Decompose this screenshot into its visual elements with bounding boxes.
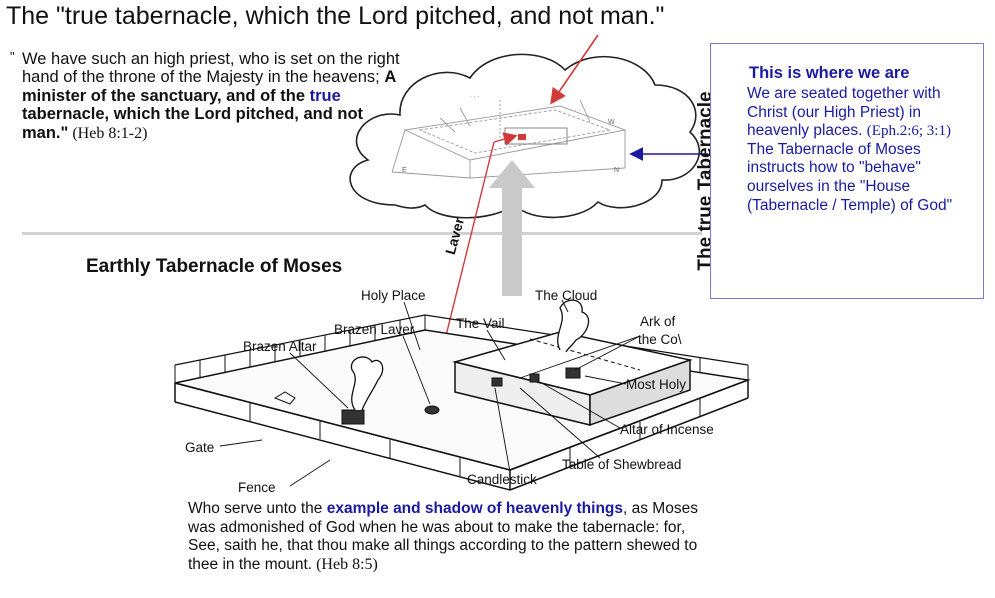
svg-text:W: W [608, 119, 615, 126]
label-table-of-shewbread: Table of Shewbread [562, 457, 682, 472]
label-most-holy: Most Holy [626, 377, 687, 392]
heb-8-5-quote: Who serve unto the example and shadow of… [188, 500, 718, 574]
box-reference: (Eph.2:6; 3:1) [866, 123, 951, 140]
bottom-plain-1: Who serve unto the [188, 500, 327, 517]
quote-bold-true: true [309, 86, 341, 105]
label-ark-line-1: Ark of [640, 314, 676, 329]
bottom-plain-2: , as Moses was admonished of God when he… [188, 500, 698, 573]
label-leader-lines [219, 299, 641, 487]
quote-open-mark: " [10, 49, 15, 64]
label-brazen-altar: Brazen Altar [243, 339, 317, 354]
laver-arrow-to-heaven [493, 132, 518, 146]
label-gate: Gate [185, 440, 215, 455]
svg-text:· · ·: · · · [571, 108, 580, 114]
label-the-vail: The Vail [456, 316, 505, 331]
box-heading: This is where we are [749, 64, 910, 82]
quote-plain: We have such an high priest, who is set … [22, 50, 400, 87]
title-arrow [550, 34, 599, 105]
section-divider [22, 232, 702, 235]
label-brazen-laver: Brazen Laver [334, 322, 415, 337]
label-ark-line-2: the Co\ [638, 332, 682, 347]
heavenly-altar-mark [518, 134, 526, 140]
quote-bold-2: tabernacle, which the Lord pitched, and … [22, 105, 364, 142]
box-body: We are seated together with Christ (our … [747, 85, 977, 215]
quote-bold-1: A minister of the sanctuary, and of the [22, 68, 396, 105]
tabernacle-tent [452, 331, 693, 427]
bottom-emphasis: example and shadow of heavenly things [326, 500, 624, 517]
box-body-text: We are seated together with Christ (our … [747, 85, 941, 140]
label-the-cloud: The Cloud [535, 288, 598, 303]
tabernacle-furniture [273, 367, 581, 425]
svg-text:· · ·: · · · [470, 94, 479, 100]
label-fence: Fence [238, 480, 276, 495]
page-title: The "true tabernacle, which the Lord pit… [6, 2, 665, 30]
earthly-tabernacle-heading: Earthly Tabernacle of Moses [86, 256, 343, 277]
quote-reference: (Heb 8:1-2) [68, 124, 148, 142]
bottom-reference: (Heb 8:5) [312, 555, 378, 573]
fence-posts [174, 315, 749, 476]
label-altar-of-incense: Altar of Incense [620, 422, 714, 437]
the-cloud-smoke [557, 299, 590, 353]
box-body-text-2: The Tabernacle of Moses instructs how to… [747, 140, 953, 214]
heb-8-1-quote: " We have such an high priest, who is se… [10, 49, 412, 143]
svg-text:E: E [402, 167, 407, 174]
svg-text:N: N [614, 167, 619, 174]
altar-smoke [350, 356, 384, 411]
ascend-arrow [489, 160, 535, 296]
where-we-are-box: This is where we are We are seated toget… [710, 43, 984, 299]
label-holy-place: Holy Place [361, 288, 426, 303]
label-candlestick: Candlestick [467, 472, 537, 487]
